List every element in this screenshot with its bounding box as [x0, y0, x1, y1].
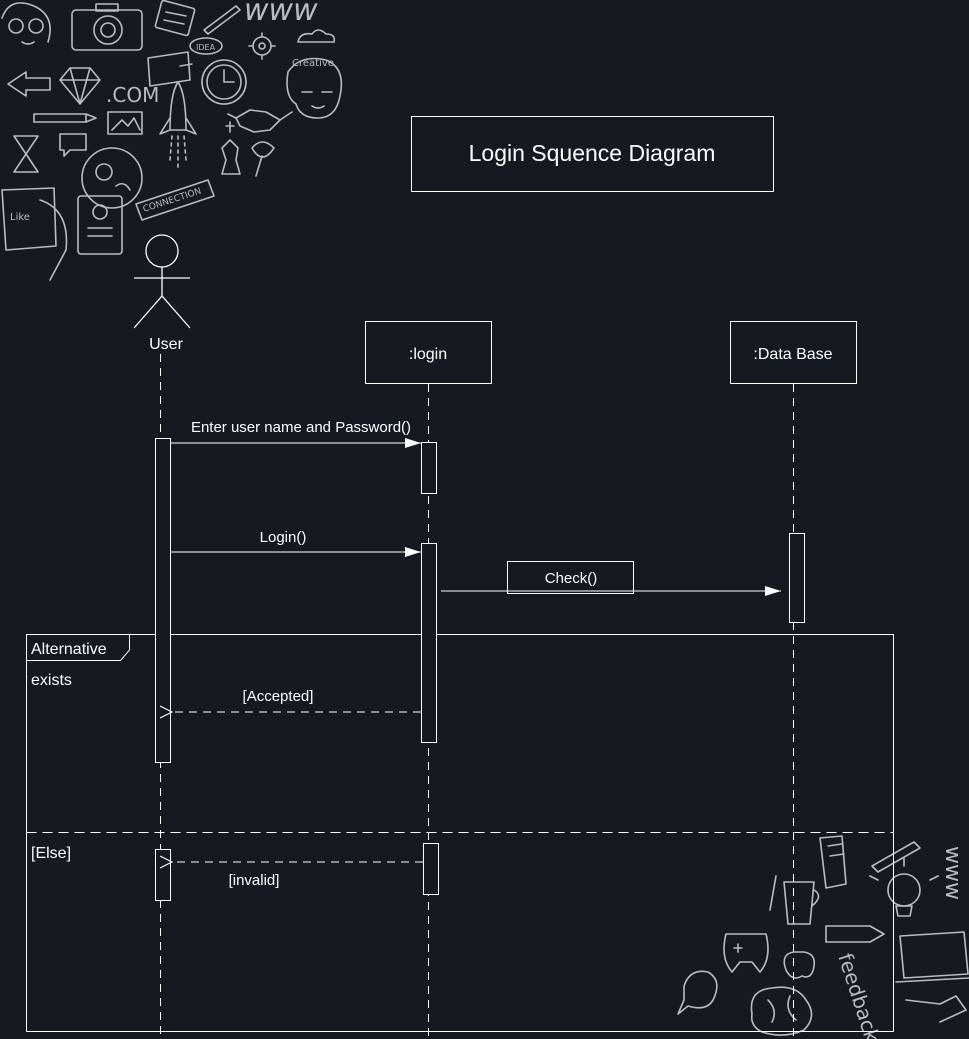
lightbulb-icon	[869, 857, 939, 917]
com-doodle: .COM	[106, 83, 159, 107]
www-doodle: www	[244, 0, 318, 28]
gear-icon	[248, 32, 276, 60]
connection-banner: CONNECTION	[135, 179, 215, 221]
clipboard-icon	[154, 0, 196, 37]
bottom-right-doodles: www feedback	[677, 835, 969, 1039]
id-card-icon	[77, 195, 123, 255]
svg-text:IDEA: IDEA	[196, 43, 216, 52]
login-activation-2	[421, 543, 437, 743]
top-left-doodles: www .COM IDEA Creative	[1, 0, 343, 281]
www-doodle-2: www	[940, 846, 965, 900]
satellite-dish-icon	[251, 141, 275, 177]
diamond-icon	[59, 67, 101, 105]
user-label: User	[149, 336, 183, 353]
camera-icon	[71, 3, 143, 51]
login-participant-box	[365, 321, 492, 384]
svg-text:Creative: Creative	[292, 58, 334, 69]
creative-head-icon: Creative	[286, 57, 343, 119]
books-icon	[819, 835, 847, 889]
accepted-return-label: [Accepted]	[243, 688, 314, 705]
coffee-cup-icon	[769, 875, 820, 925]
user-activation-2	[155, 849, 171, 901]
login-call-label: Login()	[260, 529, 307, 546]
actor-head	[145, 234, 179, 268]
food-plate-icon	[81, 147, 143, 209]
arrow-left-icon	[7, 71, 51, 97]
invalid-return-label: [invalid]	[229, 872, 280, 889]
svg-text:Like: Like	[10, 212, 30, 223]
pencil-icon-2	[871, 841, 921, 873]
idea-bulb-icon: IDEA	[189, 37, 223, 55]
laptop-icon	[895, 931, 969, 983]
face-doodle-icon	[1, 2, 51, 45]
check-label-box	[507, 561, 634, 594]
image-frame-icon	[107, 111, 143, 135]
brain-icon	[750, 986, 813, 1036]
title-box	[411, 116, 774, 192]
handshake-icon	[227, 109, 293, 133]
database-activation-1	[789, 533, 805, 623]
pencil-icon	[203, 5, 241, 35]
user-activation-1	[155, 438, 171, 763]
database-participant-label: :Data Base	[753, 346, 832, 363]
chess-piece-icon	[221, 121, 241, 175]
apple-icon	[783, 951, 816, 979]
chat-bubble-icon	[59, 133, 87, 157]
actor-legs	[133, 295, 191, 329]
login-activation-3	[423, 843, 439, 895]
alt-guard-exists: exists	[31, 672, 72, 689]
user-actor	[133, 234, 191, 329]
rocket-icon	[159, 81, 197, 171]
cloud-doodle	[297, 29, 336, 43]
wallet-icon	[147, 51, 193, 87]
clock-icon	[201, 59, 247, 105]
hand-doodle-icon	[905, 995, 967, 1023]
tablet-like-icon: Like	[1, 187, 68, 281]
else-guard: [Else]	[31, 845, 71, 862]
hourglass-icon	[13, 135, 39, 173]
fountain-pen-icon	[825, 925, 885, 943]
check-call-label: Check()	[545, 570, 598, 587]
enter-credentials-label: Enter user name and Password()	[191, 419, 411, 436]
login-activation-1	[421, 442, 437, 494]
mountain-icon	[111, 117, 141, 131]
pen-icon	[33, 113, 97, 123]
chat-bubble-icon-2	[677, 970, 718, 1015]
alt-fragment-label: Alternative	[31, 641, 107, 658]
gamepad-icon	[723, 933, 769, 973]
diagram-title: Login Squence Diagram	[469, 140, 716, 166]
feedback-doodle: feedback	[833, 950, 884, 1039]
database-participant-box	[730, 321, 857, 384]
login-participant-label: :login	[409, 346, 447, 363]
alt-fragment-tab	[26, 634, 130, 661]
